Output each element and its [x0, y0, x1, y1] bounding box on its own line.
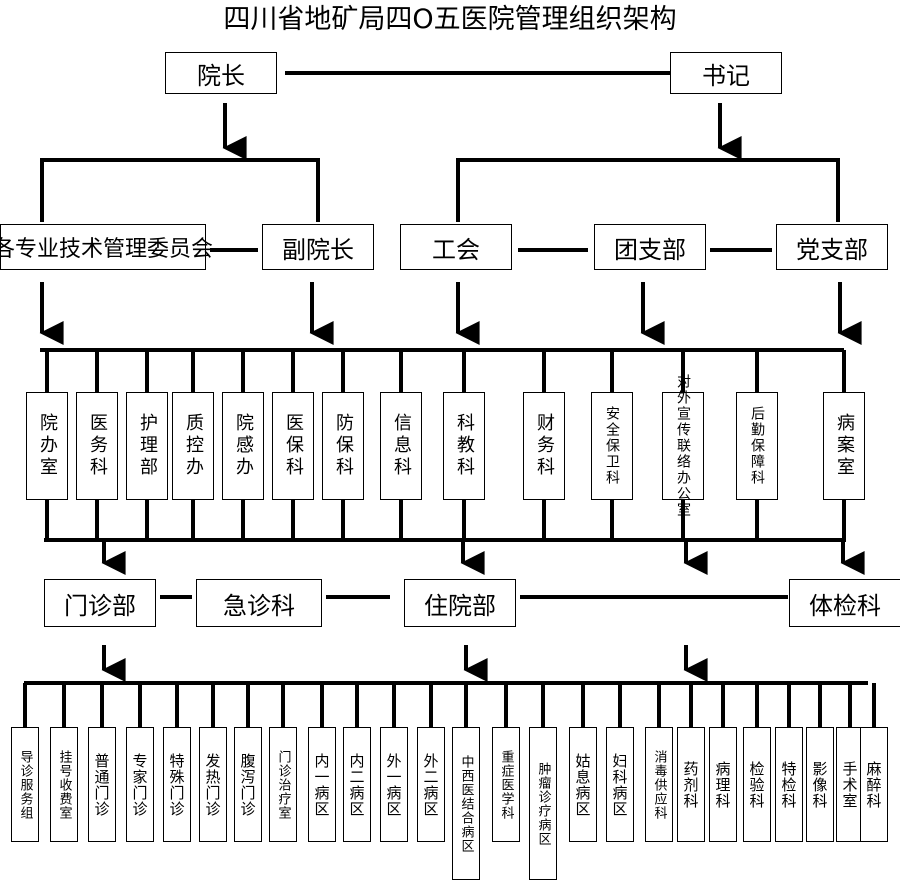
department-box: 安全保卫科 — [591, 392, 633, 500]
department-box: 医保科 — [272, 392, 314, 500]
department-box: 质控办 — [172, 392, 214, 500]
unit-box: 药剂科 — [677, 727, 705, 842]
unit-box: 发热门诊 — [199, 727, 227, 842]
unit-box: 特殊门诊 — [163, 727, 191, 842]
department-box: 防保科 — [322, 392, 364, 500]
unit-box: 肿瘤诊疗病区 — [529, 727, 557, 880]
unit-box: 普通门诊 — [88, 727, 116, 842]
unit-box: 病理科 — [709, 727, 737, 842]
unit-box: 妇科病区 — [606, 727, 634, 842]
unit-box: 姑息病区 — [569, 727, 597, 842]
unit-box: 重症医学科 — [492, 727, 520, 842]
secretary-box: 书记 — [670, 52, 782, 94]
unit-box: 内二病区 — [343, 727, 371, 842]
emergency-box: 急诊科 — [196, 579, 322, 627]
department-box: 信息科 — [380, 392, 422, 500]
department-box: 对外宣传联络办公室 — [662, 374, 704, 518]
department-box: 财务科 — [523, 392, 565, 500]
outpatient-box: 门诊部 — [44, 579, 156, 627]
department-box: 护理部 — [126, 392, 168, 500]
unit-box: 消毒供应科 — [645, 727, 673, 842]
unit-box: 门诊治疗室 — [269, 727, 297, 842]
department-box: 科教科 — [443, 392, 485, 500]
unit-box: 影像科 — [806, 727, 834, 842]
committee-box: 各专业技术管理委员会 — [0, 224, 213, 270]
unit-box: 外二病区 — [417, 727, 445, 842]
unit-box: 腹泻门诊 — [234, 727, 262, 842]
unit-box: 特检科 — [775, 727, 803, 842]
president-box: 院长 — [165, 52, 277, 94]
diagram-title: 四川省地矿局四O五医院管理组织架构 — [223, 4, 677, 35]
inpatient-box: 住院部 — [404, 579, 516, 627]
department-box: 病案室 — [823, 392, 865, 500]
unit-box: 外一病区 — [380, 727, 408, 842]
vice-president-box: 副院长 — [262, 224, 374, 270]
department-box: 医务科 — [76, 392, 118, 500]
department-box: 院感办 — [222, 392, 264, 500]
department-box: 院办室 — [26, 392, 68, 500]
unit-box: 导诊服务组 — [11, 727, 39, 842]
checkup-box: 体检科 — [789, 579, 900, 627]
department-box: 后勤保障科 — [736, 392, 778, 500]
unit-box: 麻醉科 — [860, 727, 888, 842]
youth-league-box: 团支部 — [594, 224, 706, 270]
unit-box: 内一病区 — [308, 727, 336, 842]
unit-box: 挂号收费室 — [50, 727, 78, 842]
union-box: 工会 — [400, 224, 512, 270]
unit-box: 专家门诊 — [126, 727, 154, 842]
unit-box: 中西医结合病区 — [452, 727, 480, 880]
party-branch-box: 党支部 — [776, 224, 888, 270]
unit-box: 检验科 — [743, 727, 771, 842]
